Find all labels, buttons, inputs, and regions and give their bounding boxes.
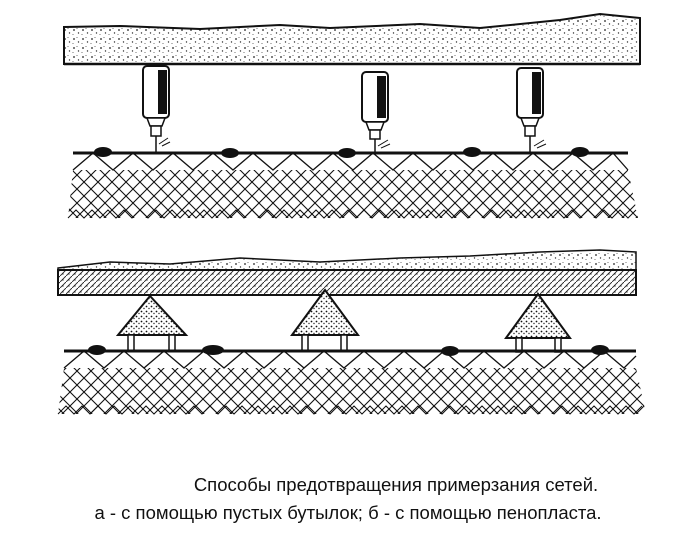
snow-layer: [57, 249, 637, 271]
float-a1: [94, 147, 112, 157]
float-b2: [202, 345, 224, 355]
net-mesh-b: [58, 368, 646, 414]
ice-slab-hatched: [57, 269, 637, 296]
float-b3: [441, 346, 459, 356]
net-mesh-a: [68, 170, 638, 218]
caption-title: Способы предотвращения примерзания сетей…: [193, 474, 599, 495]
float-a3: [338, 148, 356, 158]
float-b1: [88, 345, 106, 355]
foam-block-1: [115, 294, 189, 352]
variant-a-bottles: [63, 12, 641, 219]
bottle-1: [142, 65, 171, 152]
net-freeze-prevention-diagram: [57, 12, 646, 415]
float-a4: [463, 147, 481, 157]
foam-block-3: [504, 292, 572, 353]
net-selvage-b: [63, 350, 637, 369]
caption-legend: а - с помощью пустых бутылок; б - с помо…: [94, 502, 602, 523]
float-a5: [571, 147, 589, 157]
float-a2: [221, 148, 239, 158]
bottle-3: [516, 67, 547, 152]
foam-block-2: [290, 288, 360, 352]
variant-b-foam: [57, 249, 646, 415]
bottle-2: [361, 71, 391, 152]
ice-slab-top: [63, 12, 641, 65]
float-b4: [591, 345, 609, 355]
